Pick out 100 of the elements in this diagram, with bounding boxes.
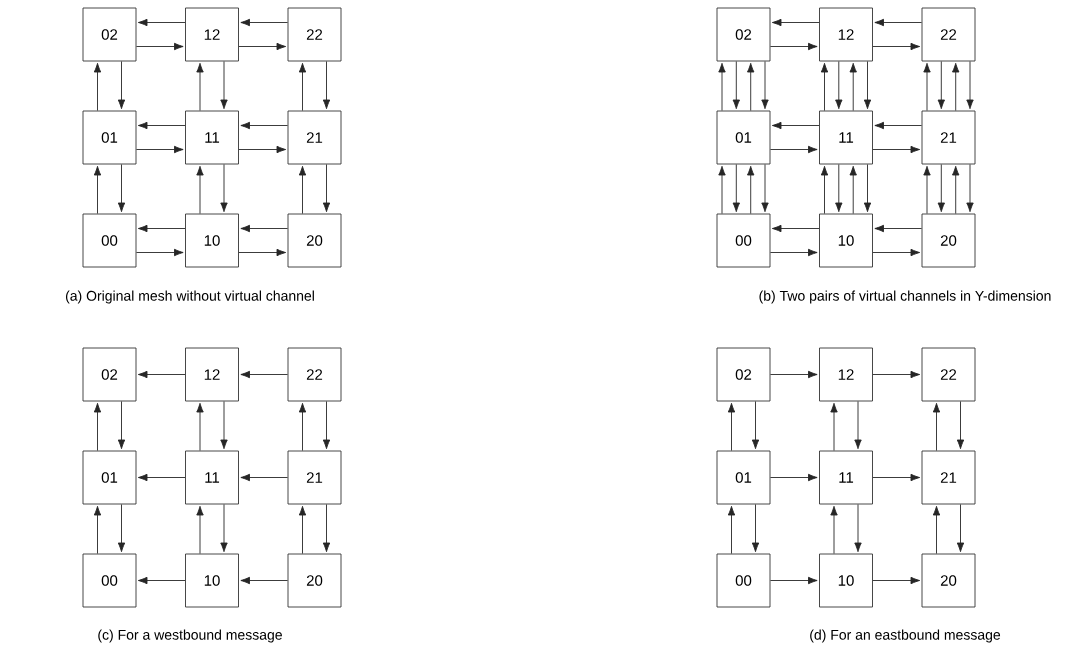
router-box: 22 <box>287 347 342 402</box>
arrow <box>956 401 965 450</box>
arrow <box>220 61 228 110</box>
arrow <box>322 61 331 110</box>
arrow <box>872 42 921 51</box>
arrow <box>932 402 941 451</box>
router-box: 21 <box>287 110 342 165</box>
router-box: 01 <box>82 110 137 165</box>
arrow <box>872 576 921 585</box>
router-box: 10 <box>819 213 873 268</box>
arrow <box>117 164 126 213</box>
arrow <box>872 145 921 154</box>
arrow <box>751 401 760 450</box>
router-box: 02 <box>716 347 771 402</box>
arrow <box>298 62 307 111</box>
arrow <box>854 401 862 450</box>
router-box: 10 <box>819 553 873 608</box>
arrow <box>220 504 228 553</box>
router-box: 20 <box>921 553 976 608</box>
arrow <box>937 164 945 213</box>
caption: (d) For an eastbound message <box>810 629 1001 643</box>
arrow <box>835 61 843 110</box>
router-box: 11 <box>185 450 239 505</box>
arrow <box>966 164 974 213</box>
arrow <box>137 224 186 233</box>
arrow <box>136 248 184 257</box>
router-box: 02 <box>716 7 771 62</box>
arrow <box>952 165 960 214</box>
arrow <box>240 576 288 585</box>
arrow <box>872 248 921 257</box>
arrow <box>937 61 945 110</box>
router-box: 11 <box>819 110 873 165</box>
arrow <box>747 62 755 111</box>
arrow <box>874 224 922 233</box>
arrow <box>196 62 204 111</box>
arrow <box>863 61 872 110</box>
router-box: 12 <box>819 347 873 402</box>
router-box: 00 <box>716 553 771 608</box>
router-box: 01 <box>716 110 771 165</box>
router-box: 02 <box>82 347 137 402</box>
arrow <box>220 401 228 450</box>
router-box: 01 <box>82 450 137 505</box>
arrow <box>956 504 965 553</box>
arrow <box>923 165 931 214</box>
arrow <box>93 402 102 451</box>
router-box: 21 <box>921 110 976 165</box>
arrow <box>863 164 872 213</box>
arrow <box>820 165 829 214</box>
caption: (c) For a westbound message <box>98 629 282 643</box>
router-box: 11 <box>819 450 873 505</box>
arrow <box>830 505 838 554</box>
router-box: 12 <box>185 7 239 62</box>
router-box: 00 <box>82 213 137 268</box>
arrow <box>298 402 307 451</box>
arrow <box>770 145 818 154</box>
arrow <box>872 370 921 379</box>
arrow <box>727 505 736 554</box>
arrow <box>240 370 288 379</box>
arrow <box>849 62 857 111</box>
arrow <box>771 121 820 130</box>
caption: (a) Original mesh without virtual channel <box>66 290 314 304</box>
arrow <box>952 62 960 111</box>
arrow <box>854 504 862 553</box>
arrow <box>835 164 843 213</box>
arrow <box>874 18 922 27</box>
arrow <box>137 18 186 27</box>
arrow <box>137 576 186 585</box>
arrow <box>747 165 755 214</box>
router-box: 12 <box>185 347 239 402</box>
arrow <box>238 145 287 154</box>
router-box: 20 <box>287 213 342 268</box>
arrow <box>137 121 186 130</box>
arrow <box>220 164 228 213</box>
arrow <box>238 42 287 51</box>
arrow <box>771 18 820 27</box>
arrow <box>718 165 726 214</box>
router-box: 00 <box>82 553 137 608</box>
arrow <box>727 402 736 451</box>
arrow <box>770 473 818 482</box>
arrow <box>240 473 288 482</box>
arrow <box>136 145 184 154</box>
arrow <box>240 18 288 27</box>
arrow <box>117 504 126 553</box>
arrow <box>761 164 769 213</box>
router-box: 22 <box>921 7 976 62</box>
arrow <box>240 121 288 130</box>
arrow <box>761 61 769 110</box>
router-box: 00 <box>716 213 771 268</box>
arrow <box>770 576 818 585</box>
router-box: 02 <box>82 7 137 62</box>
arrow <box>732 61 740 110</box>
arrow <box>136 42 184 51</box>
arrow <box>830 402 838 451</box>
arrow <box>196 402 204 451</box>
router-box: 22 <box>921 347 976 402</box>
arrow <box>732 164 740 213</box>
router-box: 20 <box>921 213 976 268</box>
arrow <box>771 224 820 233</box>
arrow <box>298 505 307 554</box>
arrow <box>196 165 204 214</box>
